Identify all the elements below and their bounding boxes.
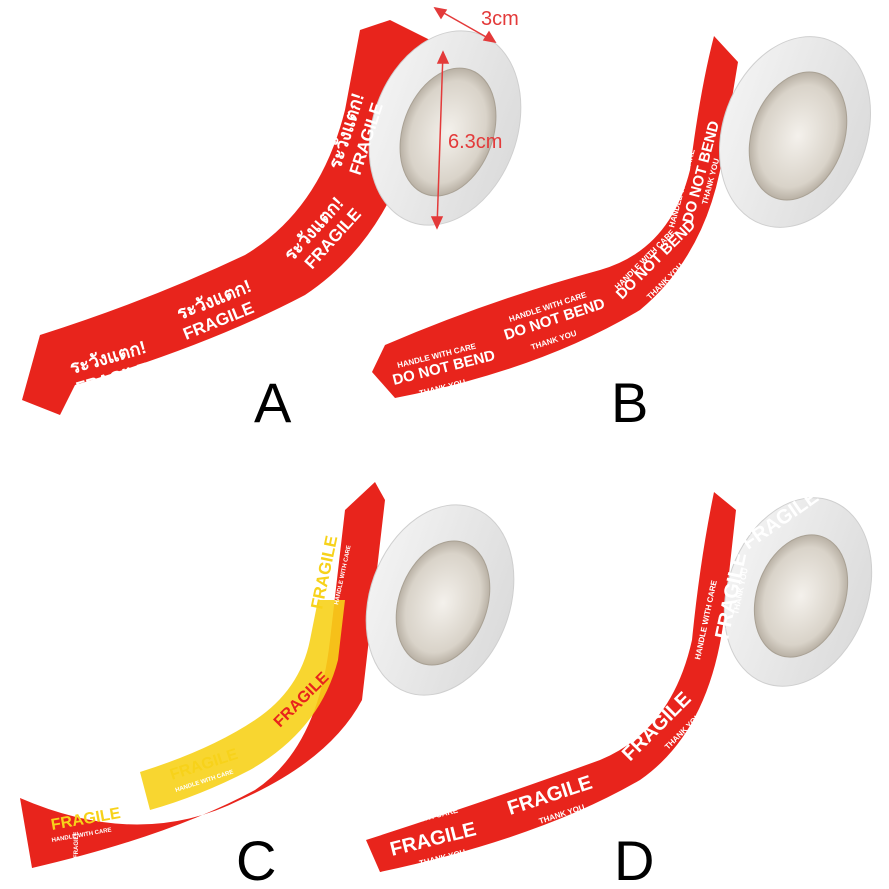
roll-d-core [753, 534, 849, 658]
tape-strip-a [22, 20, 430, 415]
tape-strip-b [372, 36, 738, 398]
dimension-markers [430, 6, 497, 230]
roll-a-core [399, 67, 497, 197]
panel-letter-a: A [254, 371, 292, 434]
tape-strip-c [20, 482, 385, 868]
roll-b-core [748, 71, 848, 201]
diameter-dimension-label: 6.3cm [448, 131, 502, 153]
panel-letter-c: C [236, 829, 276, 889]
panel-c: FRAGILE HANDLE WITH CARE FRAGILE HANDLE … [20, 482, 515, 889]
panel-d: HANDLE WITH CARE FRAGILE THANK YOU HANDL… [366, 486, 873, 889]
tape-strip-d [366, 492, 736, 872]
tape-strip-c-yellow [140, 600, 345, 810]
panel-letter-b: B [611, 371, 648, 434]
sticker-c-footer: FRAGILE [74, 832, 80, 858]
width-dimension-label: 3cm [481, 8, 519, 30]
roll-c-core [395, 540, 491, 666]
panel-letter-d: D [614, 829, 654, 889]
